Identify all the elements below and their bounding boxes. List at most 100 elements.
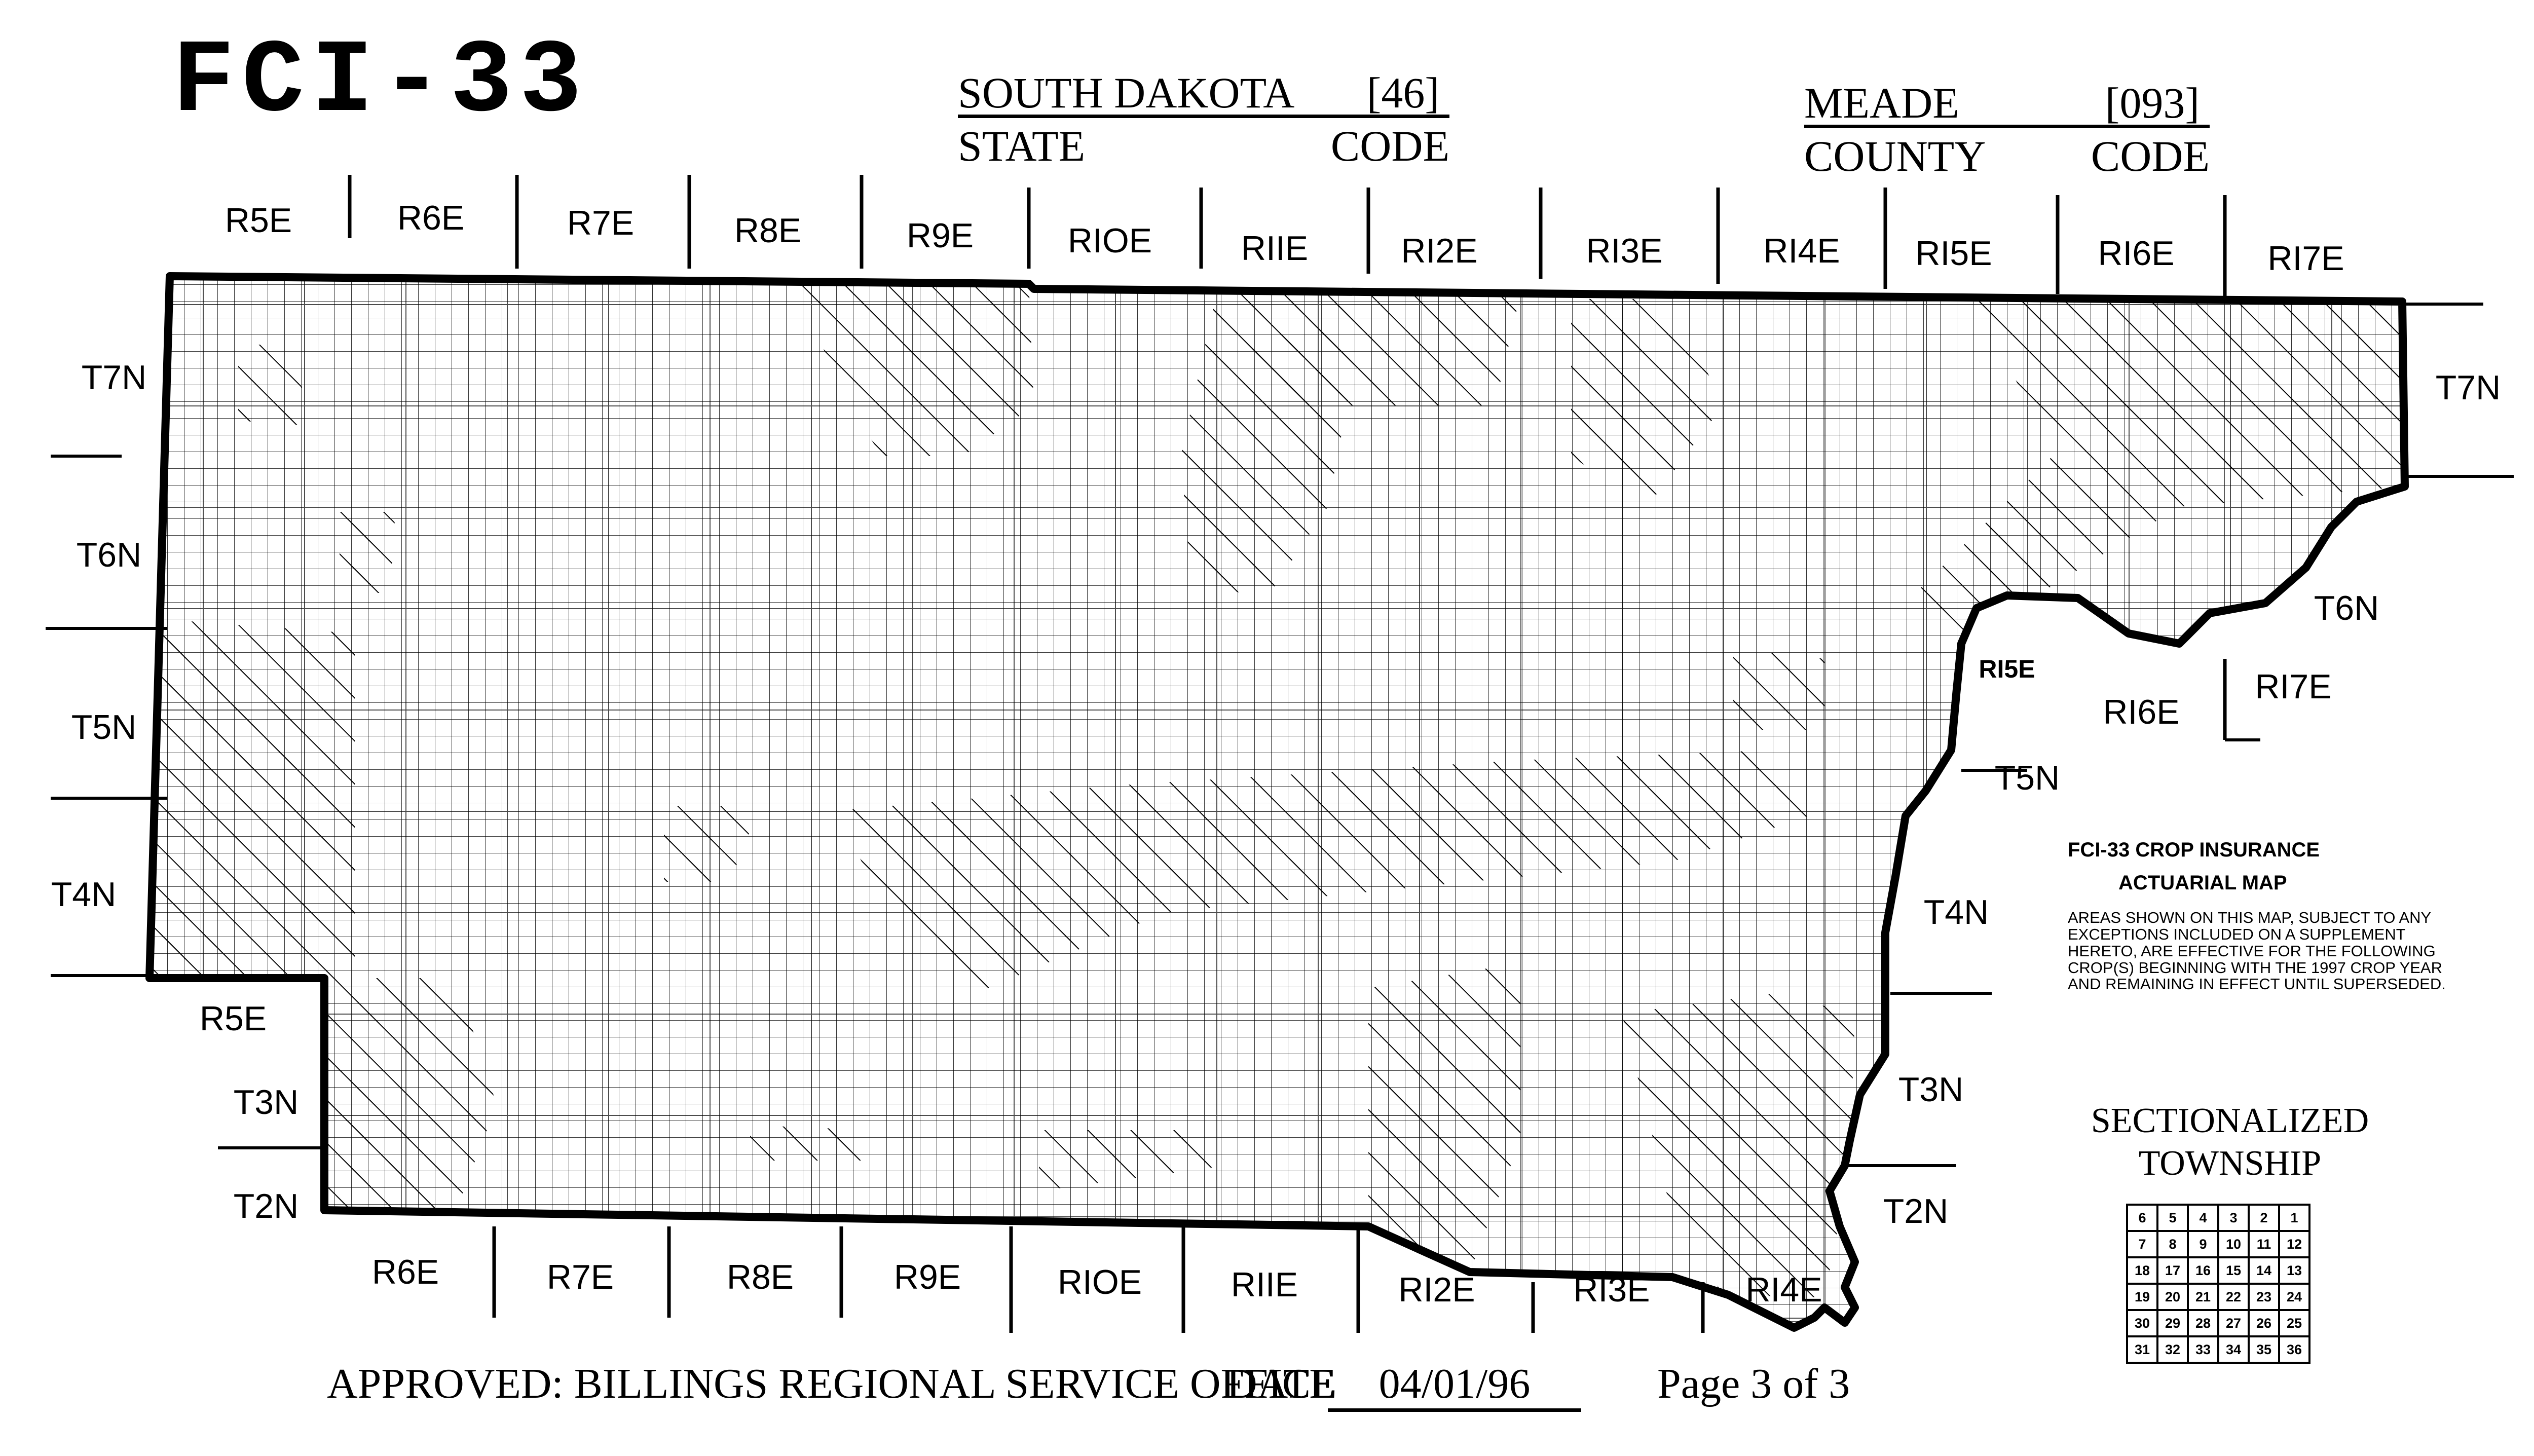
section-cell: 4	[2187, 1204, 2219, 1232]
section-cell: 1	[2278, 1204, 2311, 1232]
range-label-r16e-inner: RI6E	[2103, 693, 2180, 731]
legend-subtitle: ACTUARIAL MAP	[2118, 872, 2287, 894]
sectionalized-title-line2: TOWNSHIP	[2138, 1144, 2322, 1183]
section-cell: 10	[2217, 1230, 2250, 1258]
range-label-r17e-inner: RI7E	[2255, 667, 2332, 706]
county-row: MEADE [093]	[1804, 81, 2210, 128]
township-label-right: T2N	[1883, 1192, 1949, 1230]
township-label-right: T5N	[1994, 759, 2060, 797]
range-label-bottom: RI3E	[1573, 1271, 1650, 1309]
date-label: DATE	[1226, 1360, 1335, 1407]
range-label-bottom: RI2E	[1398, 1271, 1475, 1309]
range-label-top: RIOE	[1067, 221, 1152, 260]
sectionalized-title-line1: SECTIONALIZED	[2091, 1101, 2369, 1140]
sectionalized-title: SECTIONALIZED TOWNSHIP	[2073, 1100, 2387, 1185]
section-cell: 18	[2126, 1256, 2158, 1285]
section-cell: 15	[2217, 1256, 2250, 1285]
range-label-bottom: R9E	[893, 1258, 961, 1296]
section-cell: 9	[2187, 1230, 2219, 1258]
range-label-top: R8E	[734, 211, 802, 250]
section-cell: 8	[2156, 1230, 2189, 1258]
page-number: Page 3 of 3	[1657, 1360, 1850, 1407]
range-label-top: RI3E	[1586, 232, 1663, 270]
range-label-bottom: RIIE	[1231, 1265, 1298, 1304]
section-cell: 33	[2187, 1335, 2219, 1364]
section-cell: 2	[2248, 1204, 2280, 1232]
approved-text: APPROVED: BILLINGS REGIONAL SERVICE OFFI…	[327, 1360, 1337, 1407]
section-cell: 28	[2187, 1309, 2219, 1337]
section-cell: 5	[2156, 1204, 2189, 1232]
range-label-top: RI2E	[1401, 232, 1478, 270]
range-label-top: RI6E	[2098, 234, 2175, 273]
section-cell: 22	[2217, 1283, 2250, 1311]
section-cell: 24	[2278, 1283, 2311, 1311]
county-label-row: COUNTY CODE	[1804, 134, 2210, 178]
section-cell: 27	[2217, 1309, 2250, 1337]
range-label-bottom: RIOE	[1057, 1263, 1142, 1301]
section-cell: 35	[2248, 1335, 2280, 1364]
township-label-left: T3N	[233, 1083, 299, 1122]
county-label: COUNTY	[1804, 132, 1986, 180]
section-cell: 32	[2156, 1335, 2189, 1364]
state-code-label: CODE	[1330, 122, 1449, 170]
township-label-left: T6N	[76, 536, 142, 574]
state-name: SOUTH DAKOTA	[958, 68, 1295, 117]
section-cell: 12	[2278, 1230, 2311, 1258]
township-label-left: T7N	[81, 358, 147, 397]
range-label-top: RI5E	[1915, 234, 1992, 273]
county-name: MEADE	[1804, 79, 1959, 127]
range-label-top: R6E	[397, 199, 465, 237]
section-cell: 36	[2278, 1335, 2311, 1364]
range-label-top: R9E	[906, 216, 974, 255]
range-label-top: RI4E	[1763, 232, 1840, 270]
date-value: 04/01/96	[1328, 1359, 1581, 1412]
section-cell: 26	[2248, 1309, 2280, 1337]
range-label-top: R5E	[225, 201, 292, 240]
section-cell: 34	[2217, 1335, 2250, 1364]
section-cell: 19	[2126, 1283, 2158, 1311]
section-cell: 3	[2217, 1204, 2250, 1232]
range-label-top: RIIE	[1241, 229, 1309, 268]
township-label-right: T7N	[2435, 368, 2501, 407]
township-label-left: T5N	[71, 708, 137, 746]
range-label-bottom: R7E	[546, 1258, 614, 1296]
state-label: STATE	[958, 122, 1086, 170]
range-label-r15e-inner: RI5E	[1979, 655, 2035, 683]
state-row: SOUTH DAKOTA [46]	[958, 71, 1449, 118]
section-cell: 13	[2278, 1256, 2311, 1285]
section-cell: 31	[2126, 1335, 2158, 1364]
section-cell: 20	[2156, 1283, 2189, 1311]
range-label-top: RI7E	[2267, 239, 2344, 278]
section-cell: 23	[2248, 1283, 2280, 1311]
range-label-bottom: R8E	[726, 1258, 794, 1296]
section-cell: 11	[2248, 1230, 2280, 1258]
section-cell: 25	[2278, 1309, 2311, 1337]
township-label-right: T3N	[1898, 1070, 1964, 1109]
form-id-title: FCI-33	[172, 23, 589, 141]
range-label-top: R7E	[567, 204, 635, 242]
state-label-row: STATE CODE	[958, 124, 1449, 168]
range-label-bottom: R6E	[371, 1253, 439, 1291]
section-cell: 14	[2248, 1256, 2280, 1285]
township-label-left: T4N	[51, 875, 117, 914]
township-label-right: T4N	[1923, 893, 1989, 931]
range-label-r5e-bottom: R5E	[199, 999, 267, 1038]
township-label-left: T2N	[233, 1187, 299, 1225]
section-cell: 30	[2126, 1309, 2158, 1337]
county-code-label: CODE	[2091, 132, 2210, 180]
county-code: [093]	[2105, 79, 2200, 127]
section-cell: 17	[2156, 1256, 2189, 1285]
state-code: [46]	[1366, 68, 1439, 117]
section-cell: 6	[2126, 1204, 2158, 1232]
section-cell: 21	[2187, 1283, 2219, 1311]
legend-text: Areas shown on this map, subject to any …	[2068, 909, 2446, 993]
section-cell: 7	[2126, 1230, 2158, 1258]
